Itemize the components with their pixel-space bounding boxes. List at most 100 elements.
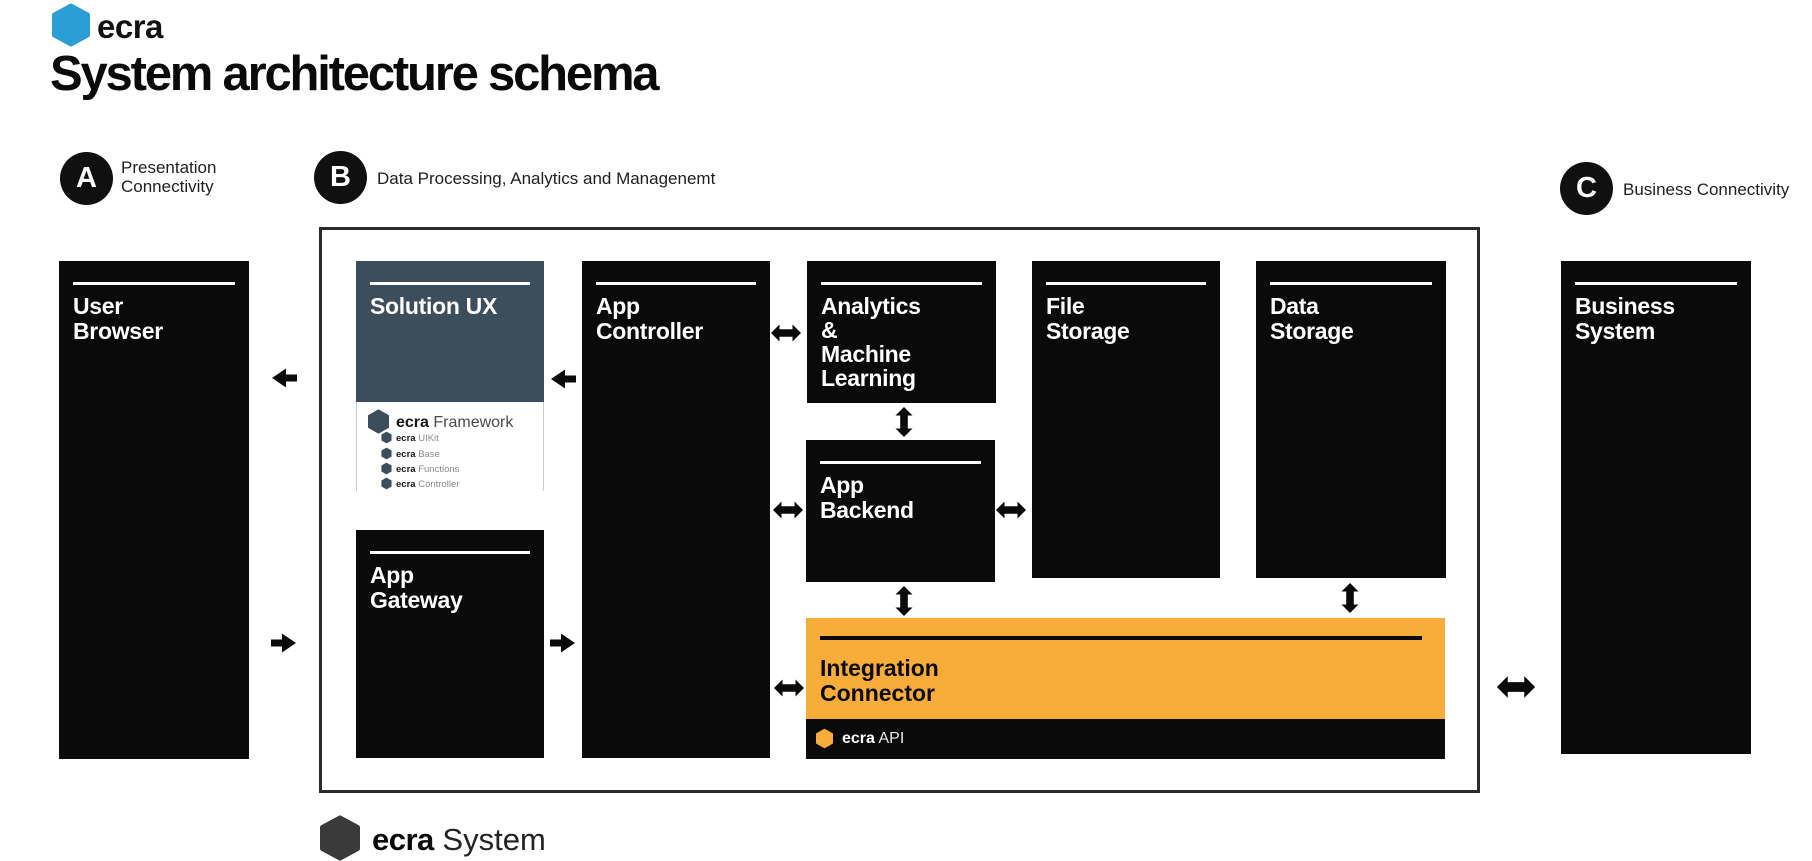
box-solution-ux-title: Solution UX [370,294,497,319]
box-app-backend-title: App Backend [820,473,914,523]
box-data-storage-title-line1: Data [1270,293,1319,319]
section-b-badge: B [314,151,367,204]
box-analytics-rule [821,282,982,285]
box-business-system-rule [1575,282,1737,285]
arrow-left-frame-to-user-browser-icon [272,368,297,388]
box-app-controller-title: App Controller [596,294,703,344]
box-app-backend-title-line1: App [820,472,864,498]
ecra-api-label-regular: API [878,730,905,747]
framework-item-hexagon-icon [381,462,392,475]
box-user-browser-title-line2: Browser [73,318,163,344]
box-file-storage-rule [1046,282,1206,285]
section-a-label: Presentation Connectivity [121,158,216,196]
section-c-label: Business Connectivity [1623,180,1790,199]
framework-item-hexagon-icon [381,447,392,460]
ecra-api-label: ecra API [842,730,904,748]
box-business-system-title-line2: System [1575,318,1656,344]
framework-item-hexagon-icon [381,431,392,444]
box-integration-connector-rule [820,636,1422,640]
box-integration-connector-title-line1: Integration [820,655,939,681]
section-a-label-line1: Presentation [121,158,217,177]
section-b-frame [319,227,1480,793]
section-b-label: Data Processing, Analytics and Managenem… [377,169,716,188]
box-app-gateway-rule [370,551,530,554]
box-app-gateway-title-line2: Gateway [370,587,463,613]
arrow-double-app-backend-integration-connector-icon [895,586,913,616]
framework-item-hexagon-icon [381,477,392,490]
ecra-logo-hexagon-icon [52,3,90,47]
box-app-gateway-title-line1: App [370,562,414,588]
box-app-gateway-title: App Gateway [370,563,463,613]
ecra-framework-title-bold: ecra [396,414,429,431]
box-user-browser-rule [73,282,235,285]
box-app-backend-rule [820,461,981,464]
section-a-badge: A [60,152,113,205]
arrow-right-user-browser-to-frame-icon [271,633,296,653]
arrow-double-analytics-app-backend-icon [895,407,913,437]
arrow-double-app-controller-app-backend-icon [773,501,803,519]
box-business-system-title: Business System [1575,294,1675,344]
box-app-controller: App Controller [582,261,770,758]
box-data-storage-title: Data Storage [1270,294,1354,344]
box-file-storage: File Storage [1032,261,1220,578]
section-a-label-line2: Connectivity [121,177,214,196]
box-business-system-title-line1: Business [1575,293,1675,319]
section-c-badge: C [1560,162,1613,215]
box-app-controller-rule [596,282,756,285]
box-data-storage-title-line2: Storage [1270,318,1354,344]
box-app-gateway: App Gateway [356,530,544,758]
section-a-letter: A [76,162,97,194]
section-b-letter: B [330,161,351,193]
box-analytics-title: Analytics & Machine Learning [821,294,921,390]
box-app-controller-title-line1: App [596,293,640,319]
box-user-browser-title-line1: User [73,293,123,319]
box-user-browser-title: User Browser [73,294,163,344]
arrow-double-app-controller-analytics-icon [771,324,801,342]
ecra-api-strip: ecra API [806,719,1445,759]
framework-item-functions-regular: Functions [418,464,460,475]
box-app-backend: App Backend [806,440,995,582]
arrow-left-app-controller-to-solution-ux-icon [551,369,576,389]
box-analytics-title-line2: & [821,317,838,343]
framework-item-controller-regular: Controller [418,479,460,490]
box-file-storage-title-line1: File [1046,293,1085,319]
box-data-storage: Data Storage [1256,261,1446,578]
box-solution-ux-title-line1: Solution UX [370,293,498,319]
ecra-framework-title-regular: Framework [433,414,514,431]
box-data-storage-rule [1270,282,1432,285]
ecra-system-label-regular: System [442,822,546,857]
framework-item-base-regular: Base [418,449,440,460]
arrow-right-app-gateway-to-app-controller-icon [550,633,575,653]
box-integration-connector-title: Integration Connector [820,656,939,706]
box-file-storage-title-line2: Storage [1046,318,1130,344]
ecra-logo-text: ecra [97,8,163,45]
ecra-api-hexagon-icon [816,728,833,749]
ecra-system-label: ecra System [372,822,546,858]
arrow-double-data-storage-integration-connector-icon [1341,583,1359,613]
arrow-double-app-controller-integration-connector-icon [774,679,804,697]
box-analytics-title-line4: Learning [821,365,916,391]
arrow-double-app-backend-file-storage-icon [996,501,1026,519]
ecra-framework-hexagon-icon [368,409,389,434]
arrow-double-frame-business-system-icon [1496,676,1536,698]
box-integration-connector-title-line2: Connector [820,680,935,706]
box-analytics-title-line1: Analytics [821,293,921,319]
box-solution-ux: Solution UX ecra Framework ecra UIKit ec… [356,261,544,491]
box-solution-ux-rule [370,282,530,285]
ecra-system-hexagon-icon [320,815,360,861]
page-title: System architecture schema [50,47,660,101]
box-app-backend-title-line2: Backend [820,497,914,523]
framework-item-functions-bold: ecra [396,464,416,475]
box-file-storage-title: File Storage [1046,294,1130,344]
framework-item-base-bold: ecra [396,449,416,460]
box-app-controller-title-line2: Controller [596,318,703,344]
ecra-framework-panel: ecra Framework ecra UIKit ecra Base ecra… [357,402,543,491]
box-business-system: Business System [1561,261,1751,754]
box-integration-connector: Integration Connector ecra API [806,618,1445,759]
box-analytics-machine-learning: Analytics & Machine Learning [807,261,996,403]
ecra-system-label-bold: ecra [372,822,434,857]
box-analytics-title-line3: Machine [821,341,911,367]
box-user-browser: User Browser [59,261,249,759]
ecra-api-label-bold: ecra [842,730,875,747]
